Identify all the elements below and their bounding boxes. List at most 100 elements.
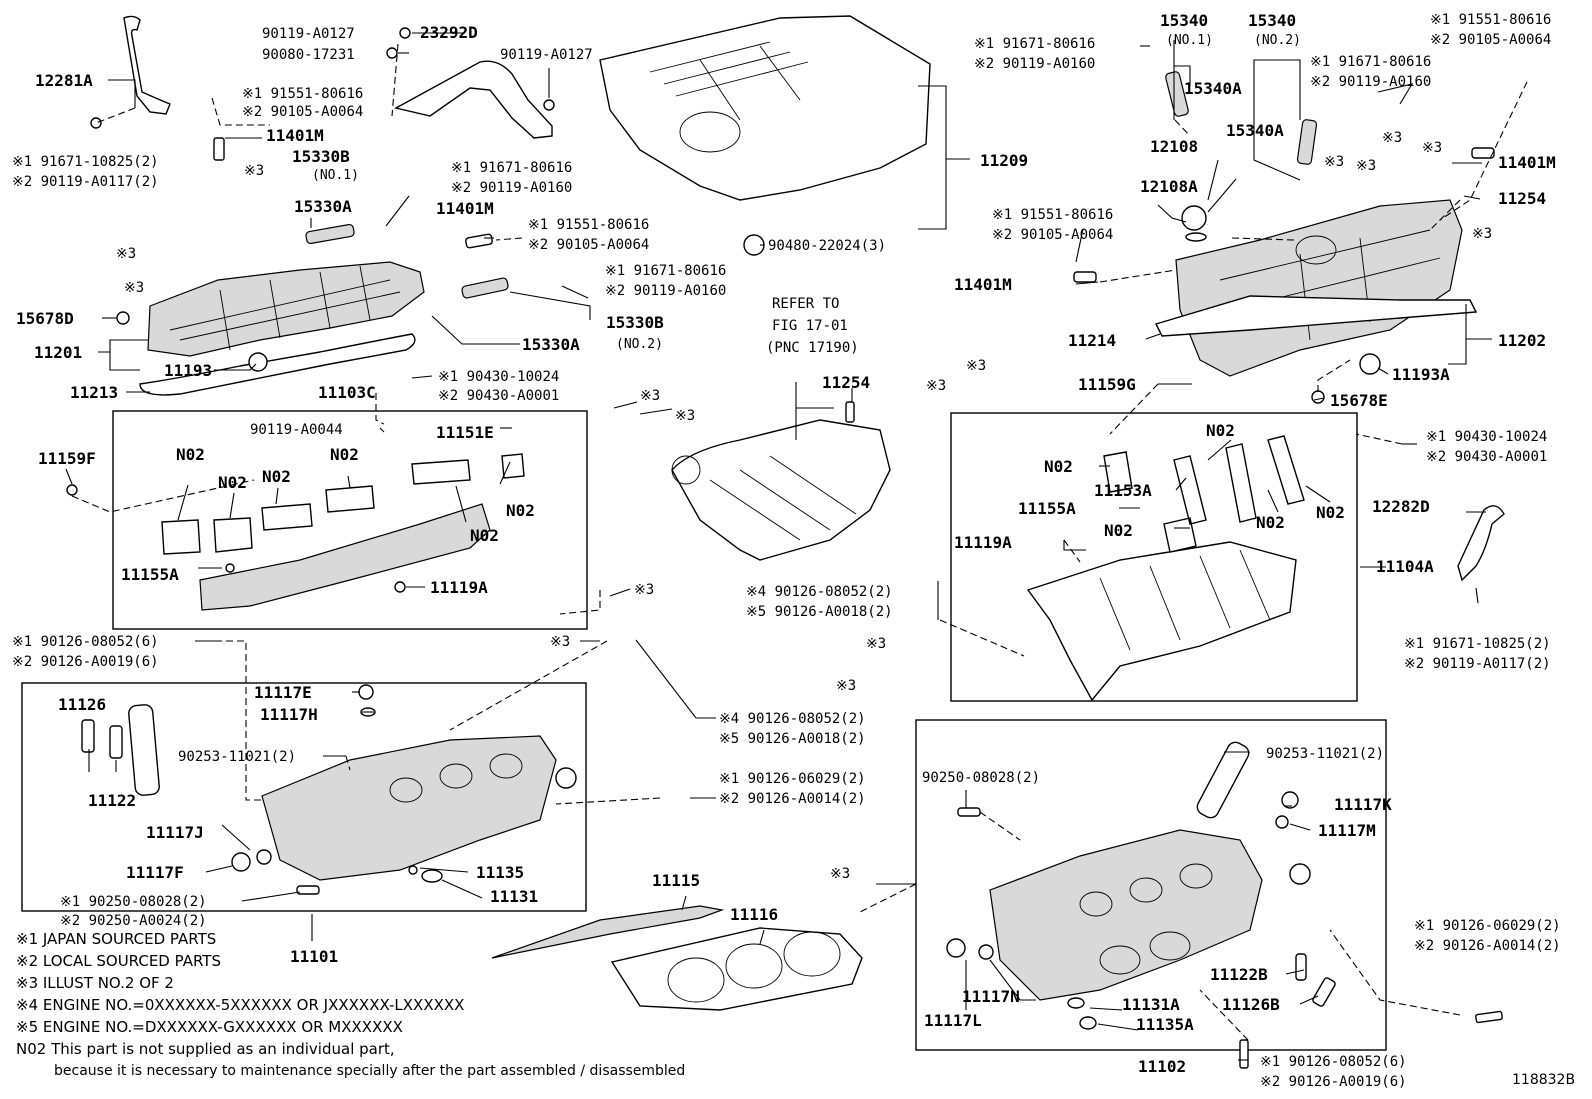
pin-90250-right-shape — [957, 807, 981, 817]
stud-90126-right-shape — [1239, 1039, 1249, 1069]
label-s3-g: ※3 — [550, 634, 570, 650]
label-r1-90126-08052-6b: ※1 90126-08052(6) — [1260, 1054, 1407, 1070]
plug-11117k-shape — [1281, 791, 1299, 809]
label-90119-A0127-b: 90119-A0127 — [500, 47, 593, 63]
label-n02-11: N02 — [1316, 503, 1345, 522]
label-11117L: 11117L — [924, 1011, 982, 1030]
label-11159G: 11159G — [1078, 375, 1136, 394]
cylinder-head-left-shape — [261, 735, 557, 881]
gasket-12108-shape — [1185, 232, 1207, 242]
gasket-11214-shape — [1155, 295, 1478, 337]
engine-cover-11209-shape — [599, 15, 931, 201]
label-s3-c: ※3 — [124, 280, 144, 296]
ocv-15340a-1-shape — [1165, 71, 1189, 117]
note-illust: ※3 ILLUST NO.2 OF 2 — [16, 974, 174, 992]
label-11214: 11214 — [1068, 331, 1116, 350]
label-s3-a: ※3 — [244, 163, 264, 179]
label-11213: 11213 — [70, 383, 118, 402]
guide-11122-shape — [81, 719, 95, 753]
note-engine-no-5: ※5 ENGINE NO.=DXXXXXX-GXXXXXX OR MXXXXXX — [16, 1018, 403, 1036]
label-s3-b: ※3 — [116, 246, 136, 262]
label-11126B: 11126B — [1222, 995, 1280, 1014]
label-r2-90430-A0001-a: ※2 90430-A0001 — [438, 388, 559, 404]
plug-11117e-shape — [358, 684, 374, 700]
bolt-90119b-shape — [543, 99, 555, 111]
label-11193: 11193 — [164, 361, 212, 380]
label-15340-2: 15340 — [1248, 11, 1296, 30]
note-local-sourced: ※2 LOCAL SOURCED PARTS — [16, 952, 221, 970]
plug-11119a-shape — [394, 581, 406, 593]
ring-left-shape — [555, 767, 577, 789]
label-r1-91671-80616-d: ※1 91671-80616 — [1310, 54, 1431, 70]
label-90119-A0127-a: 90119-A0127 — [262, 26, 355, 42]
label-90119-A0044: 90119-A0044 — [250, 422, 343, 438]
label-r1-91671-80616-c: ※1 91671-80616 — [974, 36, 1095, 52]
label-no1-b: (NO.1) — [1166, 33, 1213, 48]
note-n02-continued: because it is necessary to maintenance s… — [54, 1063, 686, 1079]
label-no1-a: (NO.1) — [312, 168, 359, 183]
label-11254-a: 11254 — [822, 373, 870, 392]
sensor-11401m-a-shape — [213, 137, 225, 161]
figure-code: 118832B — [1512, 1072, 1576, 1088]
label-11135: 11135 — [476, 863, 524, 882]
label-n02-10: N02 — [1256, 513, 1285, 532]
gasket-11131-shape — [421, 869, 443, 883]
tube-11126-shape — [128, 704, 160, 796]
label-refer-2: FIG 17-01 — [772, 318, 848, 334]
label-11115: 11115 — [652, 871, 700, 890]
label-s3-e: ※3 — [675, 408, 695, 424]
label-11155A-a: 11155A — [121, 565, 179, 584]
label-r1-90430-10024-a: ※1 90430-10024 — [438, 369, 559, 385]
pin-90250-left-shape — [296, 885, 320, 895]
label-s3-k: ※3 — [1356, 158, 1376, 174]
label-r2-90119-A0160-b: ※2 90119-A0160 — [605, 283, 726, 299]
plug-11193a-shape — [1359, 353, 1381, 375]
label-n02-2: N02 — [218, 473, 247, 492]
label-r1-91551-80616-b: ※1 91551-80616 — [528, 217, 649, 233]
label-n02-3: N02 — [262, 467, 291, 486]
label-90253-11021-b: 90253-11021(2) — [1266, 746, 1384, 762]
camshaft-housing-left-shape — [199, 503, 491, 611]
label-12108: 12108 — [1150, 137, 1198, 156]
label-r2-90119-A0160-c: ※2 90119-A0160 — [974, 56, 1095, 72]
ocv-15330b-shape — [461, 277, 509, 299]
note-engine-no-4: ※4 ENGINE NO.=0XXXXXX-5XXXXXX OR JXXXXXX… — [16, 996, 465, 1014]
label-s3-d: ※3 — [640, 388, 660, 404]
label-r5-90126-A0018-b: ※5 90126-A0018(2) — [746, 604, 893, 620]
label-11101: 11101 — [290, 947, 338, 966]
label-n02-8: N02 — [1044, 457, 1073, 476]
label-11116: 11116 — [730, 905, 778, 924]
label-11126: 11126 — [58, 695, 106, 714]
label-11122B: 11122B — [1210, 965, 1268, 984]
label-r2-90105-A0064-c: ※2 90105-A0064 — [1430, 32, 1551, 48]
bolt-12281a-shape — [90, 117, 102, 129]
label-r2-90126-A0019-6a: ※2 90126-A0019(6) — [12, 654, 159, 670]
label-r2-90119-A0117-a: ※2 90119-A0117(2) — [12, 174, 159, 190]
label-r1-90126-08052-6a: ※1 90126-08052(6) — [12, 634, 159, 650]
label-11153A: 11153A — [1094, 481, 1152, 500]
label-11119A-a: 11119A — [430, 578, 488, 597]
label-r2-90119-A0117-b: ※2 90119-A0117(2) — [1404, 656, 1551, 672]
label-11117F: 11117F — [126, 863, 184, 882]
label-11103C: 11103C — [318, 383, 376, 402]
cylinder-head-right-shape — [989, 829, 1263, 1001]
guide-11122b-right-shape — [1295, 953, 1307, 981]
stud-90126-lower-shape — [1475, 1010, 1503, 1024]
engine-cover-ribs — [649, 41, 809, 153]
label-11122: 11122 — [88, 791, 136, 810]
label-11401M-a: 11401M — [266, 126, 324, 145]
label-15678E: 15678E — [1330, 391, 1388, 410]
label-s3-l: ※3 — [1472, 226, 1492, 242]
label-no2-b: (NO.2) — [1254, 33, 1301, 48]
head-gasket-11116-shape — [610, 927, 863, 1011]
label-11201: 11201 — [34, 343, 82, 362]
label-90253-11021-a: 90253-11021(2) — [178, 749, 296, 765]
frame-cylinder-head-left — [21, 682, 587, 912]
gasket-11117j-shape — [256, 849, 272, 865]
group-frames — [21, 410, 1387, 1051]
cover-ribs-left — [169, 265, 401, 351]
label-15330A-a: 15330A — [294, 197, 352, 216]
label-11135A: 11135A — [1136, 1015, 1194, 1034]
label-11119A-b: 11119A — [954, 533, 1012, 552]
